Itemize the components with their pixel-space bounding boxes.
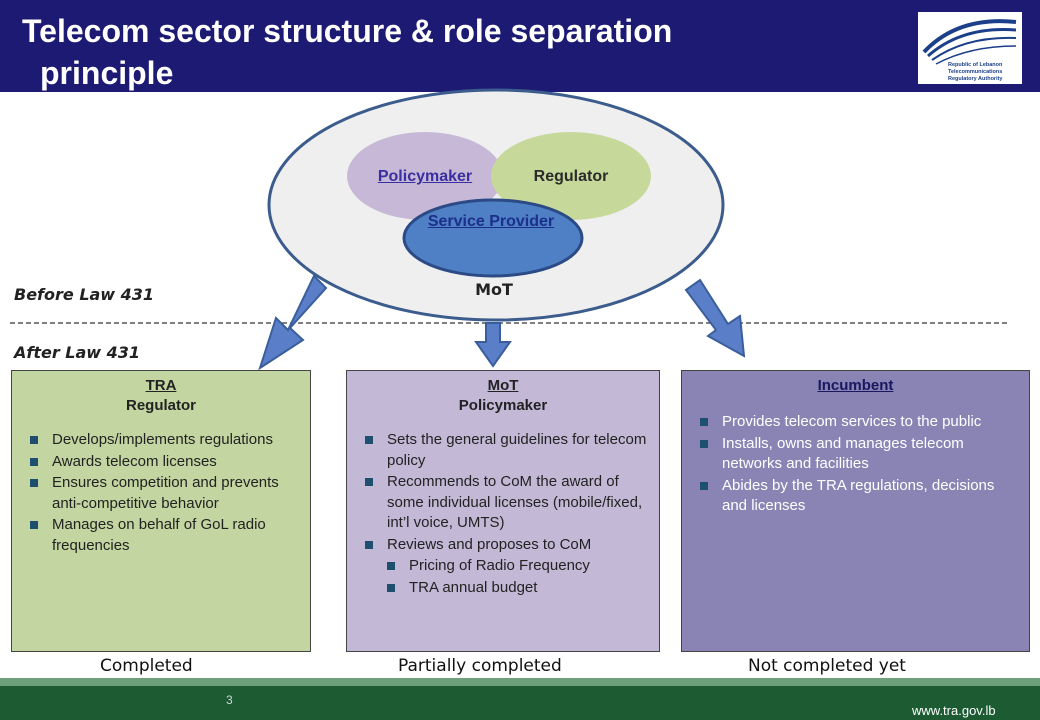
footer-url: www.tra.gov.lb [912,703,996,718]
mot-box-subtitle: Policymaker [458,397,548,414]
service-provider-circle [402,198,584,278]
arrow-to-mot [474,322,512,368]
tra-logo: Republic of Lebanon Telecommunications R… [918,12,1022,84]
tra-box-list: Develops/implements regulations Awards t… [12,430,310,556]
mot-box: MoT Policymaker Sets the general guideli… [346,370,660,652]
list-item: Awards telecom licenses [30,452,300,473]
tra-status: Completed [100,656,193,676]
incumbent-box: Incumbent Provides telecom services to t… [681,370,1030,652]
title-bar [0,0,1040,92]
footer-band [0,686,1040,720]
slide-title-line1: Telecom sector structure & role separati… [22,13,673,49]
slide-title: Telecom sector structure & role separati… [22,10,902,94]
incumbent-status: Not completed yet [748,656,906,676]
before-law-label: Before Law 431 [14,285,155,304]
tra-box-subtitle: Regulator [125,397,196,414]
list-item: Reviews and proposes to CoM [365,535,649,556]
list-item: Ensures competition and prevents anti-co… [30,473,300,514]
incumbent-box-title: Incumbent [817,377,894,394]
mot-outer-label: MoT [475,280,513,299]
logo-line-3: Regulatory Authority [948,76,1003,82]
logo-line-1: Republic of Lebanon [948,62,1003,68]
list-item: Manages on behalf of GoL radio frequenci… [30,515,300,556]
policymaker-label: Policymaker [377,168,473,185]
sub-list-item: Pricing of Radio Frequency [387,556,649,577]
logo-line-2: Telecommunications [948,69,1002,75]
page-number: 3 [226,693,233,707]
mot-box-list: Sets the general guidelines for telecom … [347,430,659,598]
policymaker-circle [347,132,503,220]
incumbent-box-list: Provides telecom services to the public … [682,412,1029,517]
arrow-to-incumbent [684,278,746,358]
after-law-label: After Law 431 [14,343,141,362]
service-provider-label: Service Provider [427,213,555,230]
mot-status: Partially completed [398,656,562,676]
list-item: Installs, owns and manages telecom netwo… [700,434,1019,475]
list-item: Abides by the TRA regulations, decisions… [700,476,1019,517]
list-item: Sets the general guidelines for telecom … [365,430,649,471]
list-item: Provides telecom services to the public [700,412,1019,433]
tra-logo-graphic: Republic of Lebanon Telecommunications R… [922,19,1017,82]
tra-box-title: TRA [145,377,177,394]
sub-list-item: TRA annual budget [387,578,649,599]
slide-title-line2: principle [40,55,174,91]
arrow-to-tra [258,274,328,371]
regulator-label: Regulator [533,168,609,185]
mot-box-title: MoT [487,377,519,394]
list-item: Develops/implements regulations [30,430,300,451]
regulator-circle [491,132,651,220]
list-item: Recommends to CoM the award of some indi… [365,472,649,534]
tra-box: TRA Regulator Develops/implements regula… [11,370,311,652]
